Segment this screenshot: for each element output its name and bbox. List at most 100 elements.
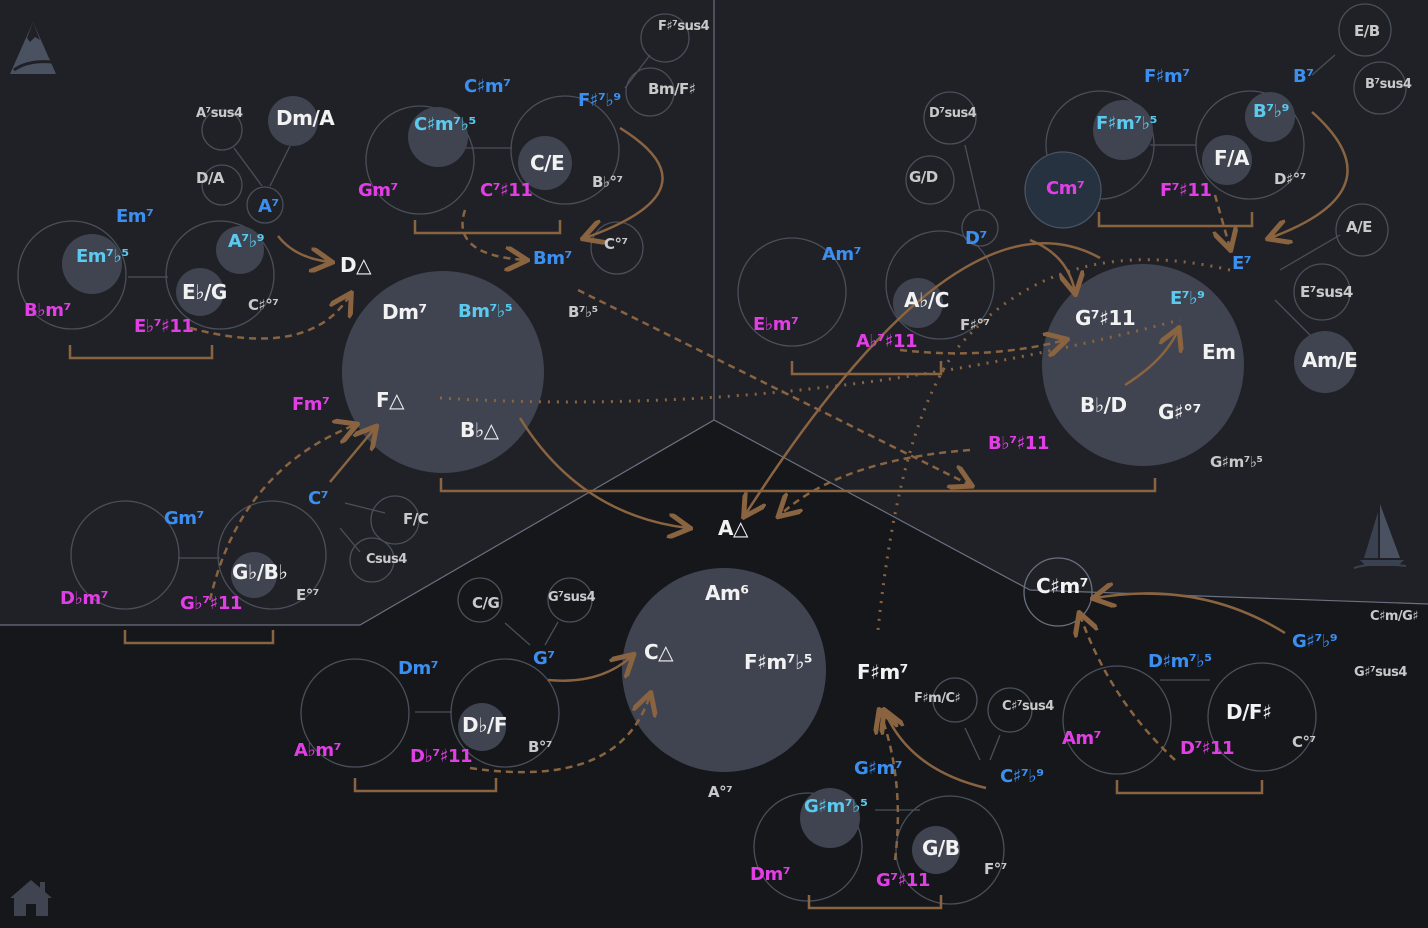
chord-label[interactable]: B⁷ (1293, 66, 1314, 87)
chord-label[interactable]: E/B (1354, 22, 1380, 40)
chord-label[interactable]: Dm⁷ (382, 300, 427, 324)
chord-label[interactable]: Bm⁷ (533, 248, 572, 269)
mountain-icon[interactable] (8, 20, 58, 76)
chord-label[interactable]: F♯m/C♯ (914, 691, 961, 706)
chord-label[interactable]: Bm⁷♭⁵ (458, 301, 513, 322)
chord-label[interactable]: D♯m⁷♭⁵ (1148, 651, 1212, 672)
chord-label[interactable]: B⁷♭⁹ (1253, 101, 1289, 122)
chord-label[interactable]: B°⁷ (528, 738, 553, 756)
chord-label[interactable]: D♭⁷♯11 (410, 746, 473, 767)
chord-label[interactable]: E⁷♭⁹ (1170, 288, 1205, 309)
chord-label[interactable]: F♯⁷♭⁹ (578, 90, 621, 111)
chord-label[interactable]: D⁷ (965, 228, 987, 249)
chord-label[interactable]: D♯°⁷ (1274, 170, 1306, 188)
chord-label[interactable]: A♭/C (904, 288, 949, 312)
chord-label[interactable]: C♯m⁷ (464, 76, 511, 97)
chord-label[interactable]: E♭⁷♯11 (134, 316, 194, 337)
chord-label[interactable]: E♭/G (182, 280, 227, 304)
chord-label[interactable]: F°⁷ (984, 860, 1007, 878)
chord-label[interactable]: Gm⁷ (358, 180, 398, 201)
chord-label[interactable]: F♯m⁷♭⁵ (744, 650, 813, 674)
chord-label[interactable]: D/A (196, 169, 225, 187)
chord-label[interactable]: A/E (1346, 218, 1372, 236)
chord-label[interactable]: G♯⁷♭⁹ (1292, 631, 1338, 652)
chord-label[interactable]: F♯m⁷♭⁵ (1096, 113, 1158, 134)
sailboat-icon[interactable] (1352, 500, 1408, 572)
chord-label[interactable]: Fm⁷ (292, 394, 330, 415)
chord-label[interactable]: G♯°⁷ (1158, 400, 1201, 424)
chord-label[interactable]: D♭m⁷ (60, 588, 109, 609)
chord-label[interactable]: Em (1202, 340, 1236, 364)
chord-label[interactable]: G⁷sus4 (548, 590, 596, 605)
home-icon[interactable] (8, 878, 54, 918)
chord-label[interactable]: Dm⁷ (398, 658, 439, 679)
chord-label[interactable]: C°⁷ (604, 235, 628, 253)
chord-label[interactable]: C/G (472, 594, 500, 612)
chord-label[interactable]: G⁷♯11 (876, 870, 930, 891)
chord-label[interactable]: C♯m⁷ (1036, 574, 1088, 598)
chord-label[interactable]: G⁷♯11 (1075, 306, 1136, 330)
chord-label[interactable]: C♯⁷sus4 (1002, 699, 1054, 714)
chord-label[interactable]: Dm⁷ (750, 864, 791, 885)
chord-label[interactable]: Em⁷♭⁵ (76, 246, 129, 267)
chord-label[interactable]: Em⁷ (116, 206, 154, 227)
chord-label[interactable]: E♭m⁷ (753, 314, 799, 335)
chord-label[interactable]: G/B (922, 836, 960, 860)
chord-label[interactable]: D△ (340, 253, 371, 277)
chord-label[interactable]: Gm⁷ (164, 508, 204, 529)
chord-label[interactable]: C♯°⁷ (248, 296, 279, 314)
chord-label[interactable]: Dm/A (276, 106, 335, 130)
chord-label[interactable]: C△ (644, 640, 674, 664)
chord-label[interactable]: G♯⁷sus4 (1354, 665, 1407, 680)
chord-label[interactable]: G♯m⁷ (854, 758, 903, 779)
chord-label[interactable]: Am⁶ (705, 581, 749, 605)
chord-label[interactable]: Cm⁷ (1046, 178, 1085, 199)
chord-label[interactable]: A♭⁷♯11 (856, 331, 918, 352)
chord-label[interactable]: B♭°⁷ (592, 173, 623, 191)
chord-label[interactable]: C♯⁷♭⁹ (1000, 766, 1044, 787)
chord-label[interactable]: C♯m⁷♭⁵ (414, 114, 476, 135)
chord-label[interactable]: G/D (909, 168, 938, 186)
chord-label[interactable]: E⁷ (1232, 253, 1252, 274)
chord-label[interactable]: F♯m⁷ (857, 660, 908, 684)
chord-label[interactable]: G♯m⁷♭⁵ (804, 796, 868, 817)
chord-label[interactable]: C/E (530, 151, 565, 175)
chord-label[interactable]: A△ (718, 516, 748, 540)
chord-label[interactable]: A°⁷ (708, 783, 733, 801)
chord-label[interactable]: A⁷ (258, 196, 279, 217)
chord-label[interactable]: B⁷sus4 (1365, 77, 1412, 92)
chord-label[interactable]: B♭△ (460, 418, 499, 442)
chord-label[interactable]: D⁷♯11 (1180, 738, 1235, 759)
chord-label[interactable]: C⁷♯11 (480, 180, 533, 201)
chord-label[interactable]: B♭m⁷ (24, 300, 71, 321)
chord-label[interactable]: Am/E (1302, 348, 1358, 372)
chord-label[interactable]: C♯m/G♯ (1370, 609, 1419, 624)
chord-label[interactable]: B♭⁷♯11 (988, 433, 1049, 454)
chord-label[interactable]: G♯m⁷♭⁵ (1210, 453, 1263, 471)
chord-label[interactable]: G♭/B♭ (232, 560, 288, 584)
chord-label[interactable]: G♭⁷♯11 (180, 593, 242, 614)
chord-label[interactable]: F⁷♯11 (1160, 180, 1212, 201)
chord-label[interactable]: C⁷ (308, 488, 329, 509)
chord-label[interactable]: A♭m⁷ (294, 740, 342, 761)
chord-label[interactable]: B⁷♭⁵ (568, 303, 598, 321)
chord-label[interactable]: G⁷ (533, 648, 555, 669)
chord-label[interactable]: A⁷♭⁹ (228, 231, 265, 252)
chord-label[interactable]: A⁷sus4 (196, 106, 243, 121)
chord-label[interactable]: F△ (376, 388, 405, 412)
chord-label[interactable]: F♯°⁷ (960, 316, 990, 334)
chord-label[interactable]: D♭/F (462, 713, 508, 737)
chord-label[interactable]: D/F♯ (1226, 700, 1272, 724)
chord-label[interactable]: E°⁷ (296, 586, 319, 604)
chord-label[interactable]: F♯⁷sus4 (658, 19, 710, 34)
chord-label[interactable]: Bm/F♯ (648, 80, 696, 98)
chord-label[interactable]: F♯m⁷ (1144, 66, 1190, 87)
chord-label[interactable]: Csus4 (366, 552, 407, 567)
chord-label[interactable]: Am⁷ (822, 244, 862, 265)
chord-label[interactable]: B♭/D (1080, 393, 1127, 417)
chord-label[interactable]: F/A (1214, 146, 1249, 170)
chord-label[interactable]: F/C (403, 510, 429, 528)
chord-label[interactable]: C°⁷ (1292, 733, 1316, 751)
chord-label[interactable]: D⁷sus4 (929, 106, 977, 121)
chord-label[interactable]: Am⁷ (1062, 728, 1102, 749)
